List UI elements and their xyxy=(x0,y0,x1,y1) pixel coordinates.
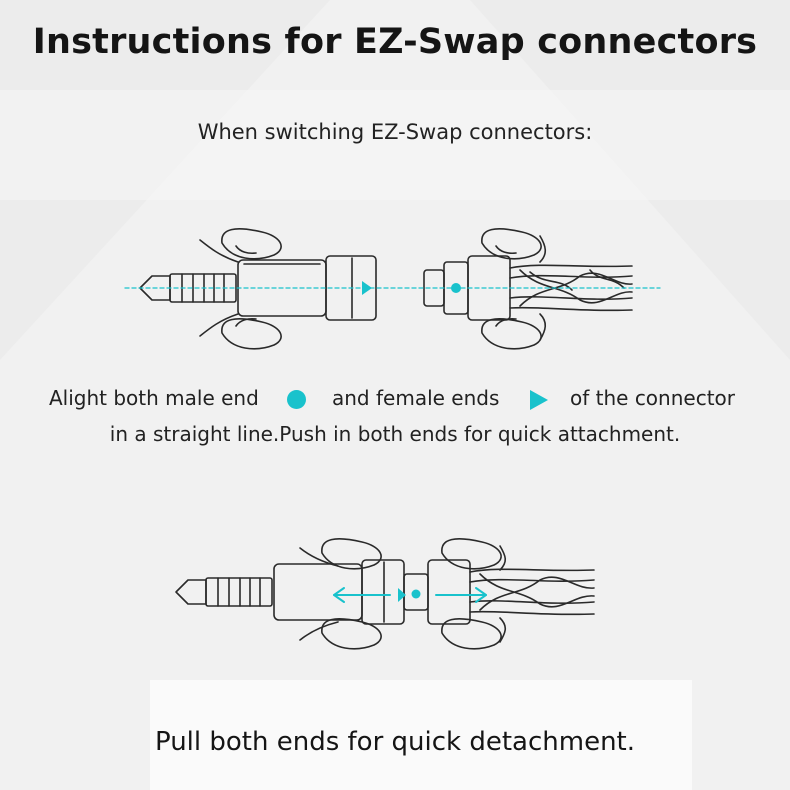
instruction-text-part1: Alight both male end xyxy=(49,386,259,410)
triangle-marker xyxy=(362,281,372,295)
finger-icon xyxy=(481,228,547,350)
triangle-marker xyxy=(398,588,406,602)
instruction-text-part3: of the connector xyxy=(570,386,735,410)
finger-icon xyxy=(199,228,282,350)
triangle-marker xyxy=(530,390,548,410)
pull-arrow-right xyxy=(435,587,487,603)
detach-instruction: Pull both ends for quick detachment. xyxy=(154,727,636,757)
page-title: Instructions for EZ-Swap connectors xyxy=(32,22,758,62)
instruction-text-line2: in a straight line.Push in both ends for… xyxy=(109,422,681,446)
instruction-text-part2: and female ends xyxy=(332,386,500,410)
dot-marker xyxy=(411,589,421,599)
finger-icon xyxy=(299,538,507,650)
pull-arrow-left xyxy=(333,587,391,603)
subtitle: When switching EZ-Swap connectors: xyxy=(197,120,593,144)
dot-marker xyxy=(287,390,306,409)
dot-marker xyxy=(451,283,461,293)
jack-plug xyxy=(175,559,595,625)
bottom-panel xyxy=(150,680,692,790)
